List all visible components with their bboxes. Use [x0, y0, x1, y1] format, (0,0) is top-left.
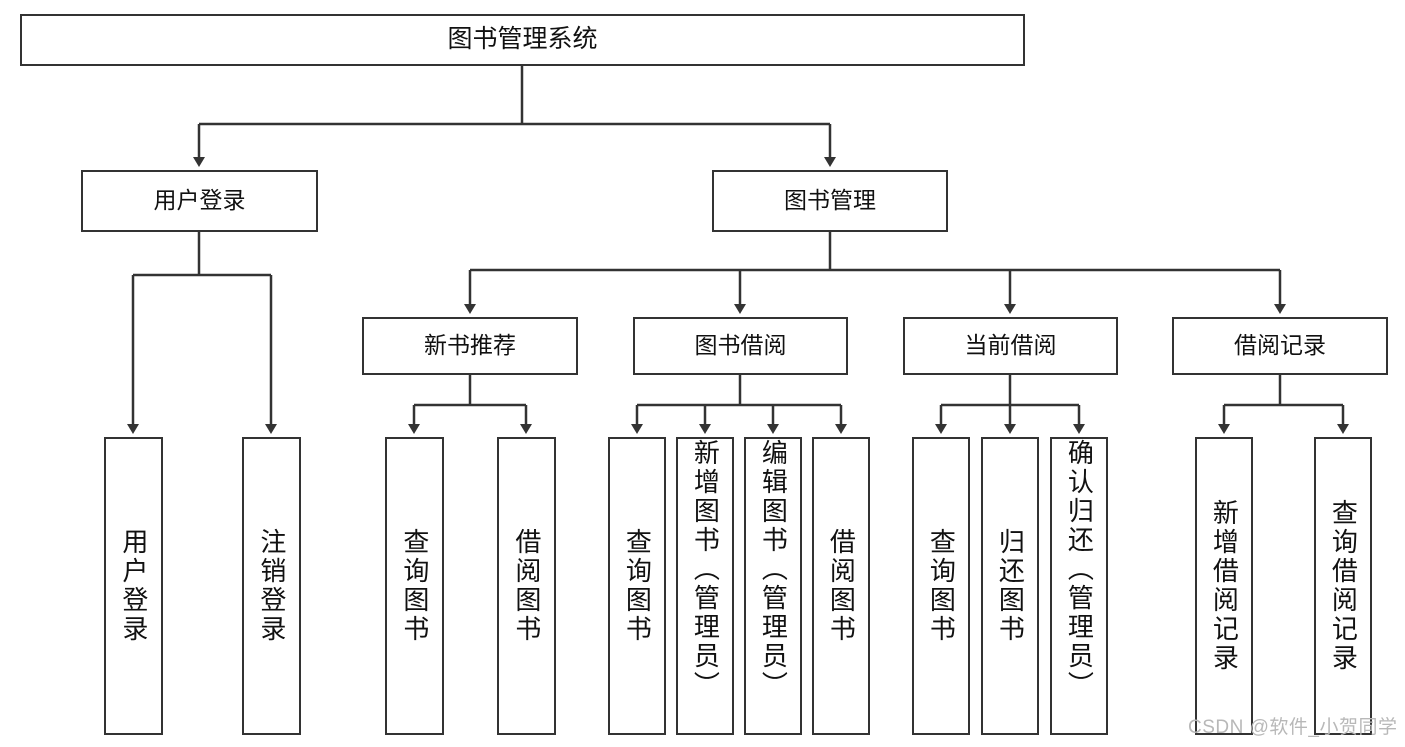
leaf-confirm-return[interactable]: 确认归还（管理员）: [1050, 437, 1108, 735]
leaf-query-book-3[interactable]: 查询图书: [912, 437, 970, 735]
node-label: 用户登录: [153, 187, 246, 214]
leaf-query-book-1[interactable]: 查询图书: [385, 437, 444, 735]
node-root-book-management-system[interactable]: 图书管理系统: [20, 14, 1025, 66]
node-new-book-recommend[interactable]: 新书推荐: [362, 317, 578, 375]
node-user-login[interactable]: 用户登录: [81, 170, 318, 232]
node-label: 新增图书（管理员）: [690, 439, 721, 700]
node-label: 编辑图书（管理员）: [758, 439, 789, 700]
node-label: 注销登录: [256, 528, 287, 644]
leaf-return-book[interactable]: 归还图书: [981, 437, 1039, 735]
node-label: 图书管理: [784, 187, 876, 214]
node-label: 借阅图书: [826, 528, 857, 644]
node-label: 查询图书: [926, 528, 957, 644]
node-label: 归还图书: [995, 528, 1026, 644]
node-current-borrow[interactable]: 当前借阅: [903, 317, 1118, 375]
leaf-add-borrow-record[interactable]: 新增借阅记录: [1195, 437, 1253, 735]
node-label: 当前借阅: [964, 332, 1057, 359]
node-label: 确认归还（管理员）: [1064, 439, 1095, 700]
leaf-edit-book[interactable]: 编辑图书（管理员）: [744, 437, 802, 735]
leaf-user-login[interactable]: 用户登录: [104, 437, 163, 735]
leaf-add-book[interactable]: 新增图书（管理员）: [676, 437, 734, 735]
csdn-watermark: CSDN @软件_小贺同学: [1188, 717, 1398, 738]
node-label: 新书推荐: [424, 332, 516, 359]
leaf-logout-login[interactable]: 注销登录: [242, 437, 301, 735]
node-label: 借阅记录: [1234, 332, 1326, 359]
node-borrow-record[interactable]: 借阅记录: [1172, 317, 1388, 375]
leaf-borrow-book-2[interactable]: 借阅图书: [812, 437, 870, 735]
node-label: 图书管理系统: [447, 25, 598, 54]
leaf-borrow-book-1[interactable]: 借阅图书: [497, 437, 556, 735]
node-label: 新增借阅记录: [1209, 499, 1240, 673]
node-label: 用户登录: [118, 528, 149, 644]
leaf-query-borrow-record[interactable]: 查询借阅记录: [1314, 437, 1372, 735]
node-book-borrow[interactable]: 图书借阅: [633, 317, 848, 375]
node-book-management[interactable]: 图书管理: [712, 170, 948, 232]
node-label: 图书借阅: [694, 332, 787, 359]
node-label: 借阅图书: [511, 528, 542, 644]
node-label: 查询图书: [622, 528, 653, 644]
node-label: 查询图书: [399, 528, 430, 644]
node-label: 查询借阅记录: [1328, 499, 1359, 673]
leaf-query-book-2[interactable]: 查询图书: [608, 437, 666, 735]
